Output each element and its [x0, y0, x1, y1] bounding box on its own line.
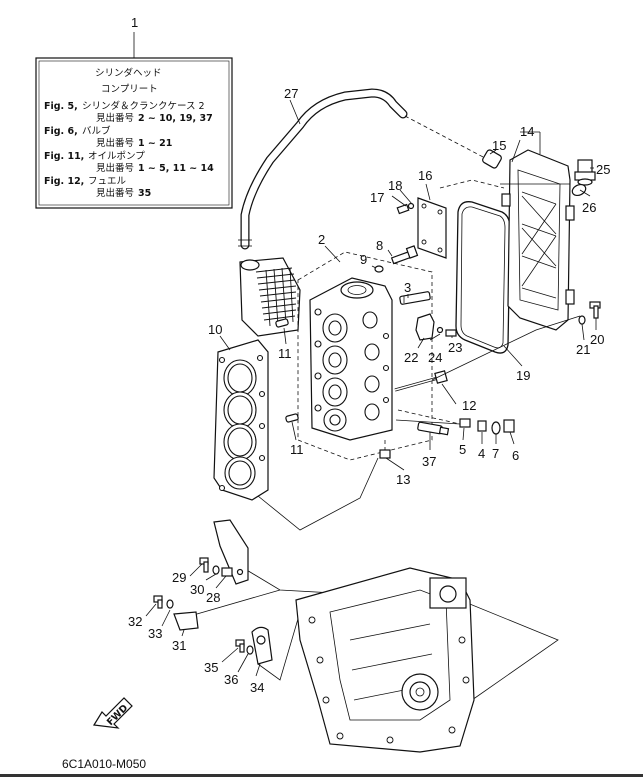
info-box-number: 1 — [131, 15, 138, 30]
info-range-1: 2 ~ 10, 19, 37 — [138, 113, 213, 124]
callout-24: 24 — [428, 350, 442, 365]
callout-28: 28 — [206, 590, 220, 605]
callout-31: 31 — [172, 638, 186, 653]
callout-27: 27 — [284, 86, 298, 101]
callout-25: 25 — [596, 162, 610, 177]
callout-11a: 11 — [278, 346, 292, 361]
callout-30: 30 — [190, 582, 204, 597]
callout-8: 8 — [376, 238, 383, 253]
callout-14: 14 — [520, 124, 534, 139]
info-sub-2: 見出番号 — [96, 137, 134, 149]
callout-4: 4 — [478, 446, 485, 461]
callout-15: 15 — [492, 138, 506, 153]
info-fig-4: Fig. 12, — [44, 176, 84, 187]
callout-19: 19 — [516, 368, 530, 383]
callout-23: 23 — [448, 340, 462, 355]
callout-6: 6 — [512, 448, 519, 463]
callout-3: 3 — [404, 280, 411, 295]
info-text-2: バルブ — [82, 125, 111, 137]
callout-22: 22 — [404, 350, 418, 365]
info-text-4: フュエル — [88, 176, 127, 187]
fwd-arrow-icon: FWD — [93, 697, 133, 729]
callout-29: 29 — [172, 570, 186, 585]
callout-33: 33 — [148, 626, 162, 641]
crankcase-part — [295, 567, 475, 753]
bolts-right — [578, 301, 601, 325]
callout-21: 21 — [576, 342, 590, 357]
sensor-part — [571, 159, 596, 197]
callout-32: 32 — [128, 614, 142, 629]
callout-7: 7 — [492, 446, 499, 461]
callout-26: 26 — [582, 200, 596, 215]
bolts-middle — [379, 370, 515, 459]
info-sub-1: 見出番号 — [96, 112, 134, 124]
info-range-2: 1 ~ 21 — [138, 138, 172, 149]
callout-13: 13 — [396, 472, 410, 487]
dowel-pins — [275, 318, 299, 423]
info-box: 1 シリンダヘッド コンプリート Fig. 5, シリンダ＆クランクケース 2 … — [35, 15, 233, 209]
info-fig-3: Fig. 11, — [44, 151, 84, 162]
info-sub-3: 見出番号 — [96, 162, 134, 174]
info-text-1: シリンダ＆クランクケース 2 — [82, 100, 205, 112]
info-text-3: オイルポンプ — [88, 151, 145, 162]
callout-16: 16 — [418, 168, 432, 183]
info-fig-1: Fig. 5, — [44, 101, 78, 112]
callout-12: 12 — [462, 398, 476, 413]
brackets-left — [153, 519, 273, 665]
callout-35: 35 — [204, 660, 218, 675]
callout-37: 37 — [422, 454, 436, 469]
cover-housing-part — [439, 149, 575, 331]
info-range-4: 35 — [138, 188, 151, 199]
callout-20: 20 — [590, 332, 604, 347]
info-range-3: 1 ~ 5, 11 ~ 14 — [138, 163, 214, 174]
callout-labels: 2 3 4 5 6 7 8 9 10 11 11 12 13 14 15 16 … — [128, 86, 610, 695]
info-box-title-2: コンプリート — [101, 84, 158, 95]
callout-36: 36 — [224, 672, 238, 687]
callout-10: 10 — [208, 322, 222, 337]
callout-18: 18 — [388, 178, 402, 193]
info-fig-2: Fig. 6, — [44, 126, 78, 137]
drawing-code: 6C1A010-M050 — [62, 757, 146, 771]
callout-17: 17 — [370, 190, 384, 205]
small-parts-upper — [374, 245, 457, 341]
cylinder-head-part — [297, 251, 433, 461]
info-box-title-1: シリンダヘッド — [95, 67, 162, 79]
callout-34: 34 — [250, 680, 264, 695]
callout-9: 9 — [360, 252, 367, 267]
cover-gasket-part — [396, 197, 511, 354]
callout-2: 2 — [318, 232, 325, 247]
info-sub-4: 見出番号 — [96, 187, 134, 199]
bottom-rule — [0, 774, 643, 777]
callout-5: 5 — [459, 442, 466, 457]
screen-filter-part — [239, 257, 301, 337]
callout-11b: 11 — [290, 442, 304, 457]
hose-part — [238, 88, 502, 250]
head-gasket-part — [213, 339, 269, 501]
